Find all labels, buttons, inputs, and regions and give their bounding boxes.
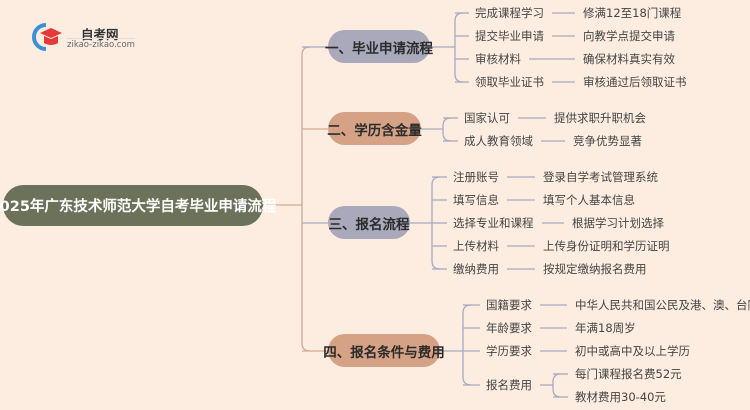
- item-label[interactable]: 报名费用: [486, 378, 532, 392]
- item-label[interactable]: 选择专业和课程: [453, 216, 534, 230]
- item-value[interactable]: 填写个人基本信息: [543, 193, 635, 207]
- branch-node-2[interactable]: 二、学历含金量: [327, 112, 422, 145]
- item-value[interactable]: 竞争优势显著: [573, 134, 642, 148]
- item-label[interactable]: 学历要求: [486, 344, 532, 358]
- item-value[interactable]: 审核通过后领取证书: [583, 75, 687, 89]
- item-label[interactable]: 上传材料: [453, 239, 499, 253]
- item-label[interactable]: 国籍要求: [486, 298, 532, 312]
- item-label[interactable]: 领取毕业证书: [475, 75, 544, 89]
- item-value[interactable]: 提供求职升职机会: [554, 111, 646, 125]
- item-value[interactable]: 确保材料真实有效: [583, 52, 675, 66]
- root-node[interactable]: 2025年广东技术师范大学自考毕业申请流程: [0, 185, 276, 226]
- item-value[interactable]: 根据学习计划选择: [572, 216, 664, 230]
- item-value[interactable]: 修满12至18门课程: [583, 6, 682, 20]
- item-value[interactable]: 上传身份证明和学历证明: [543, 239, 670, 253]
- item-label[interactable]: 成人教育领域: [464, 134, 533, 148]
- item-value[interactable]: 向教学点提交申请: [583, 29, 675, 43]
- branch-node-3[interactable]: 三、报名流程: [328, 206, 410, 239]
- connector-line: [454, 12, 464, 83]
- connector-line: [552, 373, 562, 398]
- item-label[interactable]: 填写信息: [453, 193, 499, 207]
- logo-url: zikao-zikao.com: [67, 38, 135, 50]
- item-value[interactable]: 中华人民共和国公民及港、澳、台同胞: [575, 298, 750, 312]
- item-label[interactable]: 缴纳费用: [453, 262, 499, 276]
- item-value[interactable]: 年满18周岁: [575, 321, 636, 335]
- item-label[interactable]: 注册账号: [453, 170, 499, 184]
- item-label[interactable]: 提交毕业申请: [475, 29, 544, 43]
- connector-line: [301, 46, 311, 352]
- item-value[interactable]: 教材费用30-40元: [575, 390, 666, 404]
- logo-icon: [30, 22, 66, 56]
- item-label[interactable]: 国家认可: [464, 111, 510, 125]
- item-label[interactable]: 完成课程学习: [475, 6, 544, 20]
- item-value[interactable]: 初中或高中及以上学历: [575, 344, 690, 358]
- item-value[interactable]: 登录自学考试管理系统: [543, 170, 658, 184]
- branch-node-4[interactable]: 四、报名条件与费用: [323, 334, 445, 367]
- item-label[interactable]: 年龄要求: [486, 321, 532, 335]
- branch-node-1[interactable]: 一、毕业申请流程: [325, 30, 433, 63]
- item-value[interactable]: 按规定缴纳报名费用: [543, 262, 647, 276]
- connector-line: [442, 117, 452, 142]
- item-label[interactable]: 审核材料: [475, 52, 521, 66]
- item-value[interactable]: 每门课程报名费52元: [575, 367, 682, 381]
- connector-line: [462, 304, 472, 386]
